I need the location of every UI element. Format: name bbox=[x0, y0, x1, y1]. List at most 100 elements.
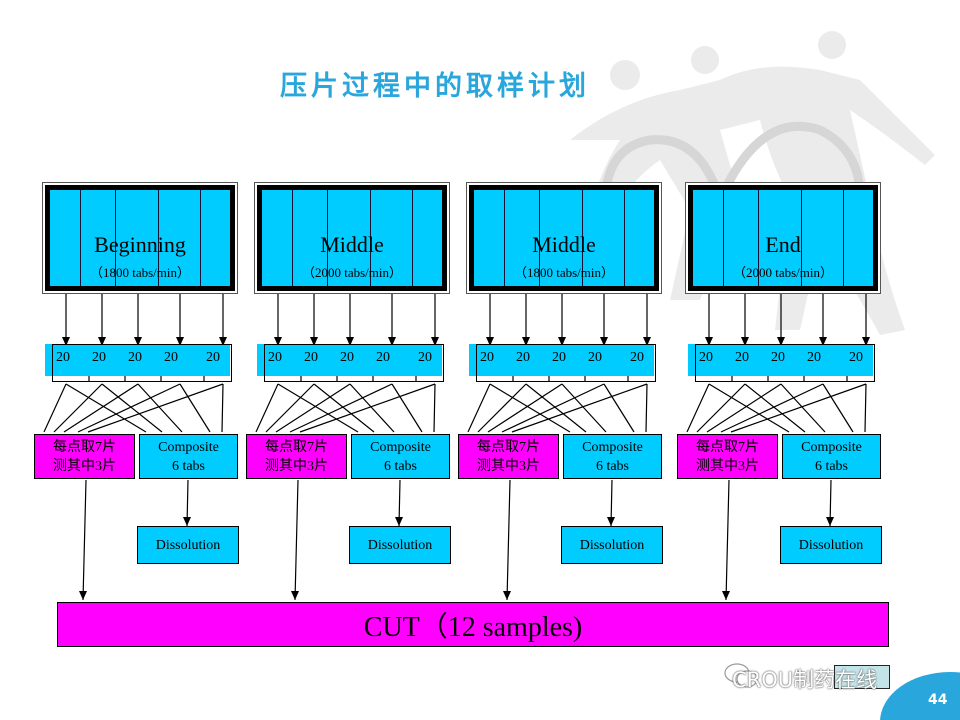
stage-divider bbox=[370, 190, 371, 286]
stage-block-2: Middle （2000 tabs/min） bbox=[254, 182, 450, 294]
fan-line bbox=[65, 383, 147, 433]
stage-name: Middle bbox=[320, 232, 384, 257]
stage-fill: Middle（1800 tabs/min） bbox=[469, 185, 659, 291]
sample-strip-frame bbox=[52, 344, 232, 382]
test-sample-label: 每点取7片测其中3片 bbox=[477, 438, 540, 476]
stage-divider bbox=[412, 190, 413, 286]
fan-line bbox=[433, 383, 436, 433]
sample-count: 20 bbox=[340, 350, 354, 365]
test-sample-box: 每点取7片测其中3片 bbox=[677, 434, 778, 479]
arrowhead-icon bbox=[826, 517, 834, 526]
fan-line bbox=[43, 383, 67, 433]
watermark-text: CROU制药在线 bbox=[732, 668, 878, 692]
stage-rate: （2000 tabs/min） bbox=[732, 265, 834, 280]
fan-line bbox=[708, 383, 790, 433]
fan-line bbox=[391, 383, 423, 433]
sample-count: 20 bbox=[56, 350, 70, 365]
dissolution-box: Dissolution bbox=[137, 526, 239, 564]
arrowhead-icon bbox=[388, 337, 396, 346]
stage-divider bbox=[801, 190, 802, 286]
sample-strip-3 bbox=[469, 344, 654, 376]
test-sample-line-2: 测其中3片 bbox=[696, 458, 759, 474]
action-button[interactable] bbox=[834, 665, 890, 689]
fan-line bbox=[179, 383, 211, 433]
stage-divider bbox=[539, 190, 540, 286]
slide-title: 压片过程中的取样计划 bbox=[280, 71, 590, 102]
arrowhead-icon bbox=[310, 337, 318, 346]
stage-divider bbox=[115, 190, 116, 286]
dissolution-box: Dissolution bbox=[349, 526, 451, 564]
fan-line bbox=[313, 383, 375, 433]
stage-divider bbox=[200, 190, 201, 286]
composite-line-1: Composite bbox=[582, 439, 643, 455]
sample-count: 20 bbox=[206, 350, 220, 365]
sample-count: 20 bbox=[771, 350, 785, 365]
sample-count: 20 bbox=[552, 350, 566, 365]
test-sample-line-1: 每点取7片 bbox=[477, 439, 540, 455]
test-sample-box: 每点取7片测其中3片 bbox=[34, 434, 135, 479]
arrowhead-icon bbox=[486, 337, 494, 346]
arrowhead-icon bbox=[600, 337, 608, 346]
stage-name: End bbox=[765, 232, 801, 257]
test-sample-line-1: 每点取7片 bbox=[265, 439, 328, 455]
composite-line-1: Composite bbox=[370, 439, 431, 455]
test-to-cut-arrow bbox=[82, 479, 87, 601]
stage-block-4: End （2000 tabs/min） bbox=[685, 182, 881, 294]
test-sample-line-1: 每点取7片 bbox=[696, 439, 759, 455]
cut-box: CUT（12 samples) bbox=[57, 602, 889, 647]
fan-line bbox=[645, 383, 648, 433]
fan-line bbox=[349, 383, 395, 433]
arrowhead-icon bbox=[819, 337, 827, 346]
test-sample-line-1: 每点取7片 bbox=[53, 439, 116, 455]
test-sample-label: 每点取7片测其中3片 bbox=[265, 438, 328, 476]
fan-line bbox=[561, 383, 607, 433]
fan-line bbox=[501, 383, 605, 433]
fan-line bbox=[822, 383, 854, 433]
sample-strip-1 bbox=[45, 344, 230, 376]
stage-fill: End （2000 tabs/min） bbox=[688, 185, 878, 291]
fan-line bbox=[53, 383, 103, 433]
stage-rate: （2000 tabs/min） bbox=[301, 265, 403, 280]
composite-line-2: 6 tabs bbox=[383, 458, 418, 474]
fan-line bbox=[603, 383, 635, 433]
dissolution-box: Dissolution bbox=[780, 526, 882, 564]
fan-line bbox=[221, 383, 224, 433]
sample-count: 20 bbox=[418, 350, 432, 365]
fan-line bbox=[299, 383, 436, 433]
stage-block-3: Middle（1800 tabs/min） bbox=[466, 182, 662, 294]
page-number: 44 bbox=[928, 692, 948, 708]
fan-line bbox=[467, 383, 491, 433]
test-sample-box: 每点取7片测其中3片 bbox=[246, 434, 347, 479]
arrowhead-icon bbox=[395, 517, 403, 526]
test-to-cut-arrow bbox=[725, 479, 730, 601]
dissolution-box: Dissolution bbox=[561, 526, 663, 564]
arrowhead-icon bbox=[79, 591, 87, 600]
sample-count: 20 bbox=[588, 350, 602, 365]
arrowhead-icon bbox=[291, 591, 299, 600]
fan-line bbox=[137, 383, 183, 433]
arrowhead-icon bbox=[558, 337, 566, 346]
arrowhead-icon bbox=[522, 337, 530, 346]
arrowhead-icon bbox=[134, 337, 142, 346]
arrowhead-icon bbox=[431, 337, 439, 346]
stage-divider bbox=[582, 190, 583, 286]
stage-name: Beginning bbox=[94, 232, 186, 257]
stage-block-1: Beginning（1800 tabs/min） bbox=[42, 182, 238, 294]
fan-line bbox=[511, 383, 648, 433]
composite-line-1: Composite bbox=[158, 439, 219, 455]
fan-line bbox=[477, 383, 527, 433]
stage-fill: Beginning（1800 tabs/min） bbox=[45, 185, 235, 291]
composite-box: Composite 6 tabs bbox=[351, 434, 450, 479]
fan-line bbox=[277, 383, 359, 433]
sample-count: 20 bbox=[735, 350, 749, 365]
fan-line bbox=[730, 383, 867, 433]
arrowhead-icon bbox=[722, 591, 730, 600]
sample-count: 20 bbox=[92, 350, 106, 365]
fan-line bbox=[706, 383, 782, 433]
arrowhead-icon bbox=[219, 337, 227, 346]
fan-line bbox=[720, 383, 824, 433]
